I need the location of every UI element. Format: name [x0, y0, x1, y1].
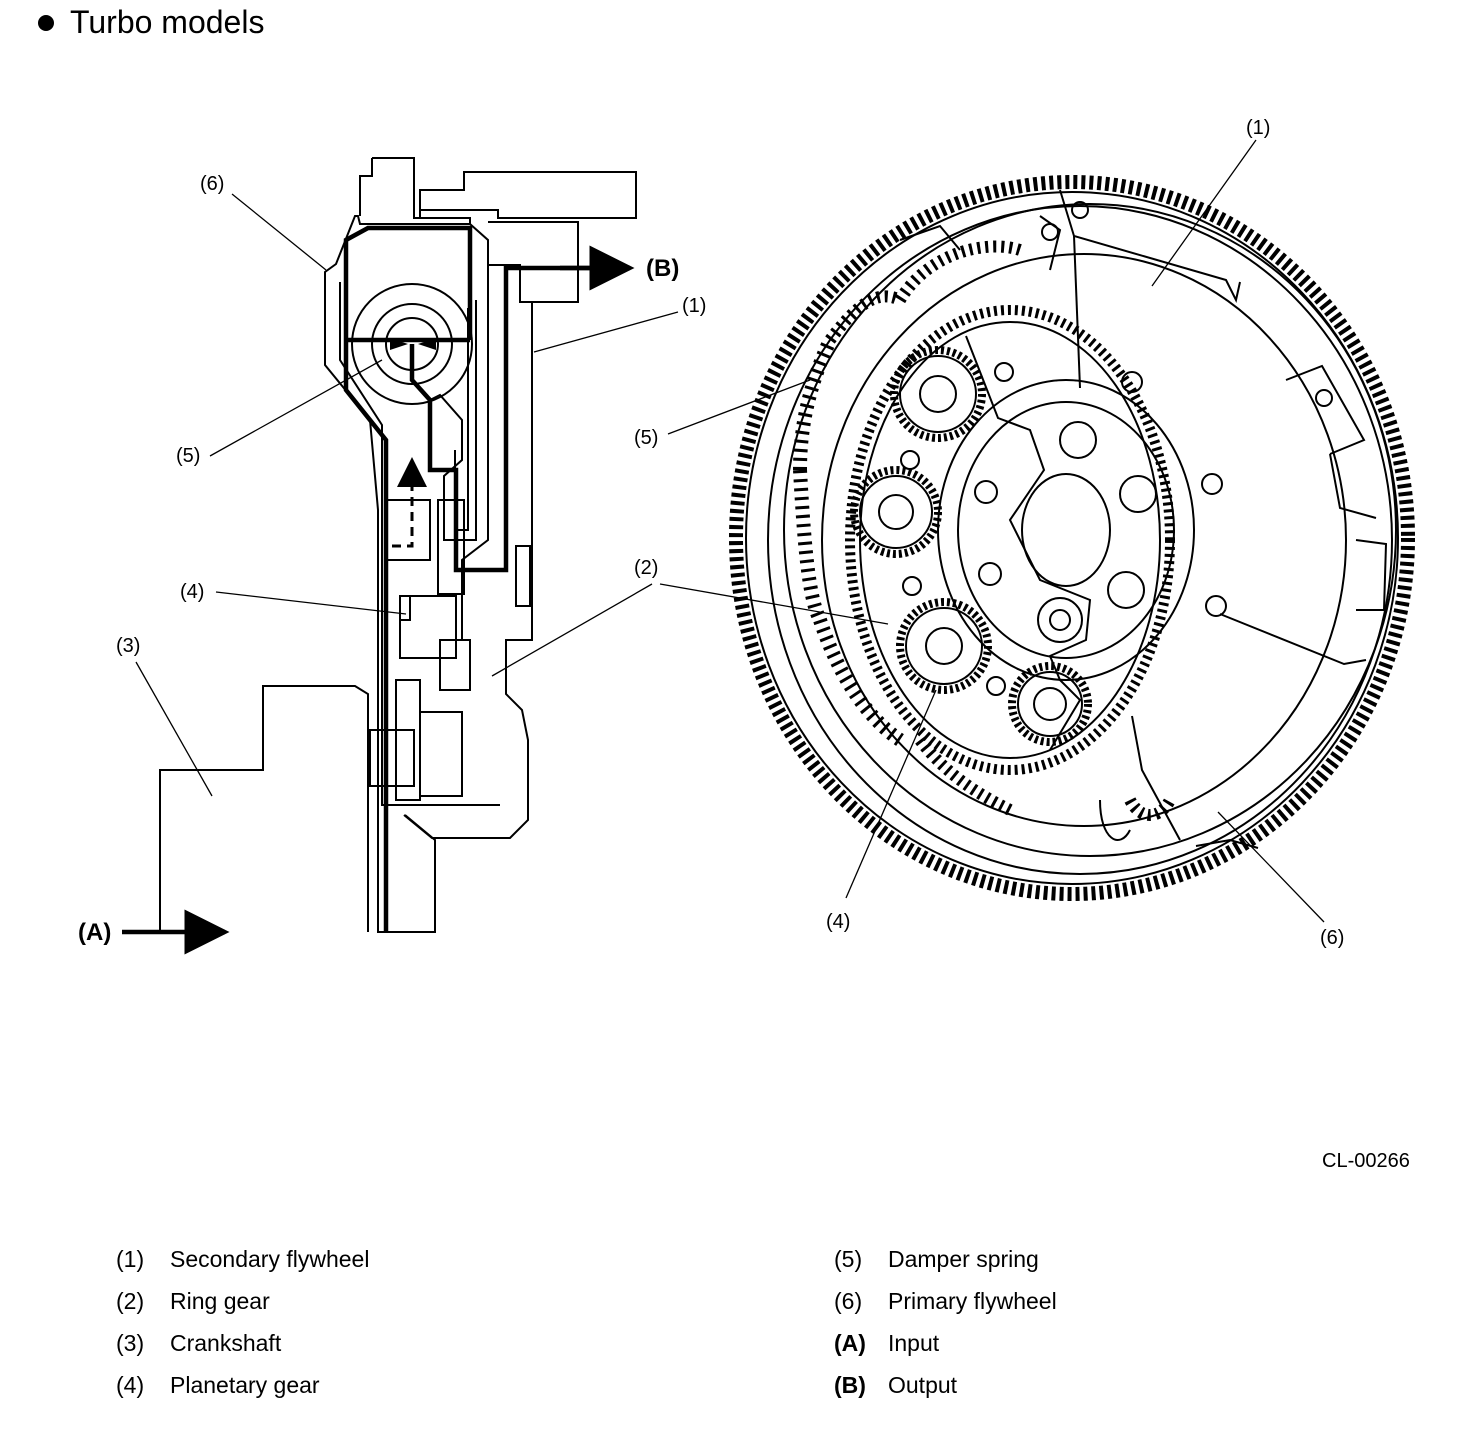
- legend-number: (6): [834, 1287, 863, 1314]
- section-heading-text: Turbo models: [70, 4, 265, 40]
- central-hub: [937, 379, 1195, 681]
- planetary-gear-ring: [845, 305, 1175, 775]
- legend-number: (1): [116, 1245, 145, 1272]
- legend-item: (5) Damper spring: [834, 1238, 1057, 1280]
- legend-label: Input: [888, 1329, 940, 1356]
- secondary-flywheel-face: [783, 203, 1397, 857]
- figure-code: CL-00266: [1322, 1150, 1410, 1172]
- legend-number: (2): [116, 1287, 145, 1314]
- legend-number: (A): [834, 1329, 866, 1356]
- legend-label: Damper spring: [888, 1245, 1039, 1272]
- callout-3-left: (3): [116, 635, 140, 657]
- left-leader-lines: [135, 193, 679, 797]
- callout-6-left: (6): [200, 173, 224, 195]
- primary-flywheel-outline: [324, 157, 471, 933]
- legend-label: Primary flywheel: [888, 1287, 1057, 1314]
- callout-2-left: (2): [634, 557, 658, 579]
- ring-gear-teeth: [729, 175, 1415, 901]
- flywheel-perspective-view: [729, 175, 1415, 901]
- cross-section-view: [159, 157, 637, 933]
- legend-label: Crankshaft: [170, 1329, 282, 1356]
- legend-number: (4): [116, 1371, 145, 1398]
- crankshaft-outline: [159, 685, 369, 932]
- bullet-icon: [38, 14, 54, 31]
- damper-springs: [793, 240, 1176, 821]
- callout-4-right: (4): [826, 911, 850, 933]
- planetary-flow-dashed-arrow: [392, 457, 427, 548]
- legend-right-column: (5) Damper spring (6) Primary flywheel (…: [834, 1238, 1057, 1406]
- hub-arrow-left: [390, 338, 408, 350]
- input-label: (A): [78, 919, 111, 946]
- legend-item: (A) Input: [834, 1322, 1057, 1364]
- legend-item: (6) Primary flywheel: [834, 1280, 1057, 1322]
- callout-5-left: (5): [176, 445, 200, 467]
- secondary-flywheel-outline: [419, 171, 637, 219]
- legend-label: Secondary flywheel: [170, 1245, 370, 1272]
- planetary-gears: [850, 346, 1092, 746]
- flywheel-diagram: (6) (5) (4) (3) (1) (2) (A) (B): [78, 117, 1415, 955]
- damper-spring-hub: [351, 283, 473, 405]
- callout-1-left: (1): [682, 295, 706, 317]
- section-heading: Turbo models: [38, 4, 264, 41]
- legend-item: (B) Output: [834, 1364, 1057, 1406]
- legend-number: (5): [834, 1245, 863, 1272]
- legend-label: Planetary gear: [170, 1371, 320, 1398]
- legend-item: (4) Planetary gear: [116, 1364, 369, 1406]
- callout-6-right: (6): [1320, 927, 1344, 949]
- hub-arrow-right: [418, 338, 436, 350]
- torque-flow-path: [343, 225, 600, 932]
- legend-number: (3): [116, 1329, 145, 1356]
- callout-4-left: (4): [180, 581, 204, 603]
- legend-label: Output: [888, 1371, 958, 1398]
- legend-item: (3) Crankshaft: [116, 1322, 369, 1364]
- output-label: (B): [646, 255, 679, 282]
- legend-label: Ring gear: [170, 1287, 270, 1314]
- right-leader-lines: [659, 139, 1325, 923]
- legend-item: (2) Ring gear: [116, 1280, 369, 1322]
- legend-item: (1) Secondary flywheel: [116, 1238, 369, 1280]
- callout-1-right: (1): [1246, 117, 1270, 139]
- hub-bore: [1021, 473, 1111, 587]
- ring-gear: [745, 191, 1399, 885]
- legend-left-column: (1) Secondary flywheel (2) Ring gear (3)…: [116, 1238, 369, 1406]
- planetary-gear-block: [399, 595, 457, 659]
- callout-5-right: (5): [634, 427, 658, 449]
- legend-number: (B): [834, 1371, 866, 1398]
